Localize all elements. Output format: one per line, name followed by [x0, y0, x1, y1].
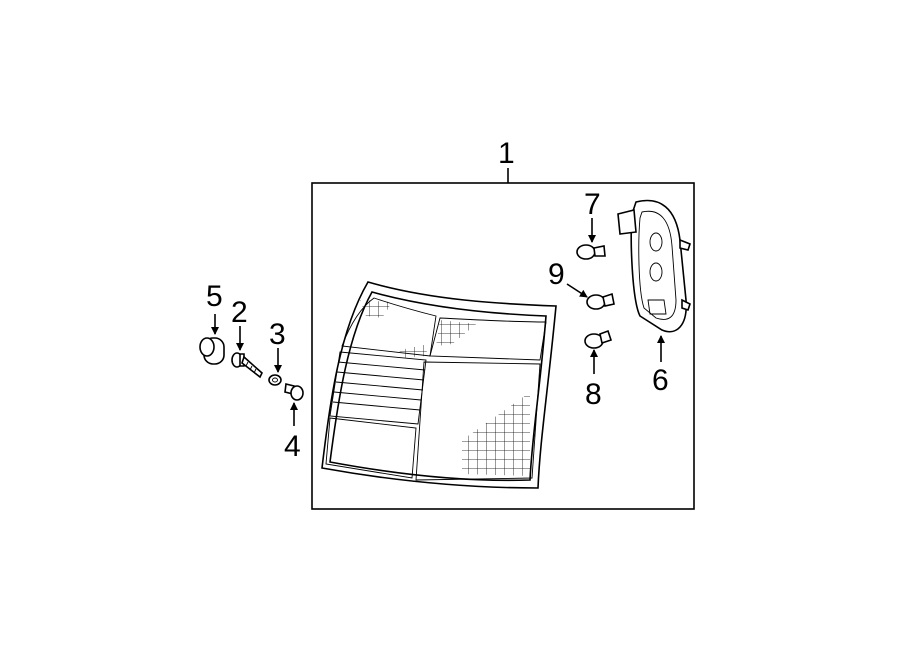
callout-8: 8 [585, 378, 602, 411]
callout-1: 1 [498, 137, 515, 170]
grommet-5 [199, 337, 225, 365]
bulb-7 [576, 244, 606, 260]
tail-lamp-lens [321, 281, 557, 489]
socket-housing [617, 199, 691, 333]
callout-2: 2 [231, 296, 248, 329]
callout-9: 9 [548, 258, 565, 291]
callout-5: 5 [206, 280, 223, 313]
washer-3 [268, 374, 282, 386]
callout-7: 7 [584, 188, 601, 221]
bulb-8 [584, 329, 613, 349]
callout-4: 4 [284, 430, 301, 463]
assembly-box [311, 182, 695, 510]
bulb-9 [586, 292, 615, 310]
bolt-2 [231, 352, 263, 379]
callout-3: 3 [269, 318, 286, 351]
leader-9 [566, 283, 588, 298]
callout-6: 6 [652, 364, 669, 397]
nut-4 [284, 383, 304, 401]
